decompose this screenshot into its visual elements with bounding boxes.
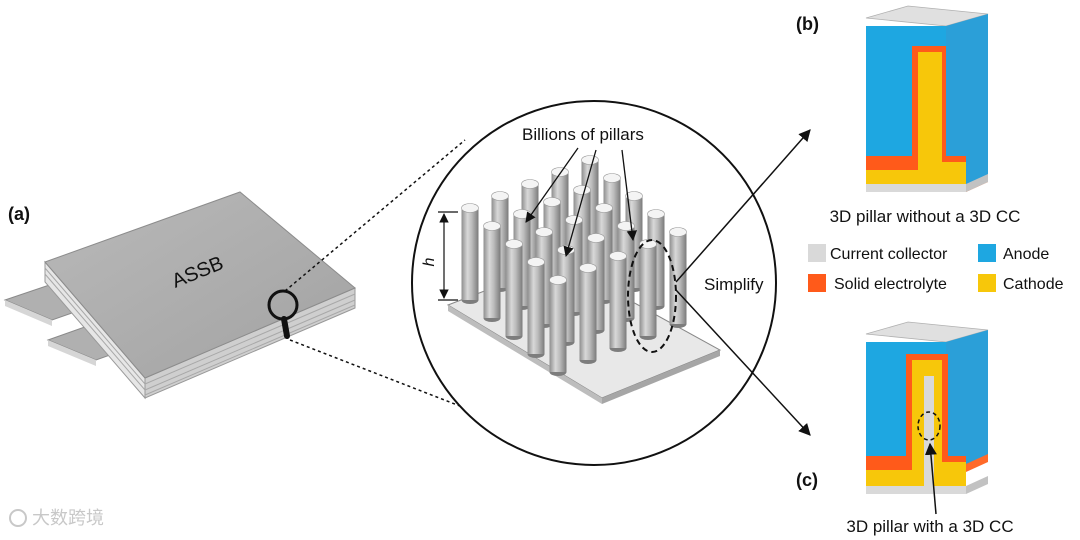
cathode-base-b bbox=[866, 170, 918, 184]
pillar-top bbox=[527, 257, 545, 267]
pillar-body bbox=[461, 208, 479, 300]
callout-arrow-1 bbox=[525, 147, 579, 223]
cathode-front-c bbox=[866, 360, 966, 486]
pillar bbox=[579, 263, 597, 364]
watermark-text: 大数跨境 bbox=[32, 508, 104, 529]
arrow-to-panel-c bbox=[675, 289, 811, 436]
height-label: h bbox=[421, 257, 438, 266]
pillar-top bbox=[587, 233, 605, 243]
pillar-top bbox=[565, 215, 583, 225]
battery-tab-right-edge bbox=[48, 340, 96, 366]
pillar-top bbox=[595, 203, 613, 213]
pillar-body bbox=[549, 280, 567, 372]
simplify-label: Simplify bbox=[704, 275, 764, 294]
pillar-body bbox=[669, 232, 687, 324]
cc-bottom-side-b bbox=[966, 174, 988, 192]
legend-label-anode: Anode bbox=[1003, 246, 1049, 263]
battery-layer-lines bbox=[44, 267, 356, 396]
pillar-top bbox=[581, 155, 599, 165]
anode-side-b bbox=[946, 14, 988, 192]
pillar-top bbox=[505, 239, 523, 249]
pillar-top bbox=[513, 209, 531, 219]
pillar-top bbox=[461, 203, 479, 213]
watermark-logo-icon bbox=[9, 509, 27, 527]
pillars-callout-label: Billions of pillars bbox=[522, 125, 644, 144]
pillar-array bbox=[461, 155, 687, 376]
caption-b: 3D pillar without a 3D CC bbox=[830, 207, 1021, 226]
pillar bbox=[609, 251, 627, 352]
panel-a-label: (a) bbox=[8, 204, 30, 224]
pillar-body bbox=[579, 268, 597, 360]
pillar-with-cc-block bbox=[865, 321, 989, 494]
zoom-line-bottom bbox=[289, 339, 466, 409]
legend-swatch-solid-electrolyte bbox=[808, 274, 826, 292]
callout-arrow-2 bbox=[563, 149, 597, 258]
pillar-top bbox=[647, 209, 665, 219]
pillar bbox=[549, 275, 567, 376]
pillar-top bbox=[557, 245, 575, 255]
cc-bottom-b bbox=[866, 184, 966, 192]
panel-b-label: (b) bbox=[796, 14, 819, 34]
pillar-body bbox=[505, 244, 523, 336]
pillar-top bbox=[579, 263, 597, 273]
pillar-top bbox=[543, 197, 561, 207]
caption-c-arrow bbox=[924, 442, 937, 515]
pillar-substrate-edge-right bbox=[602, 350, 720, 404]
cc-rod-highlight bbox=[917, 411, 941, 441]
pillar-body bbox=[609, 256, 627, 348]
pillar-top bbox=[669, 227, 687, 237]
pillar-without-cc-block bbox=[865, 5, 989, 192]
watermark: 大数跨境 bbox=[9, 508, 104, 529]
zoom-circle: h Billions of pillars Simplify bbox=[411, 100, 777, 466]
battery-tab-left-edge bbox=[5, 300, 52, 326]
legend: Current collector Anode Solid electrolyt… bbox=[808, 244, 1064, 293]
pillar-top bbox=[491, 191, 509, 201]
pillar bbox=[483, 221, 501, 322]
pillar-top bbox=[639, 239, 657, 249]
cc-rod-c bbox=[924, 376, 934, 486]
caption-c: 3D pillar with a 3D CC bbox=[846, 517, 1013, 536]
pillar-top bbox=[573, 185, 591, 195]
cathode-front-b bbox=[866, 52, 966, 184]
pillar bbox=[669, 227, 687, 328]
pillar-body bbox=[483, 226, 501, 318]
arrow-to-panel-b bbox=[675, 129, 811, 283]
legend-label-cathode: Cathode bbox=[1003, 276, 1064, 293]
pillar-body bbox=[639, 244, 657, 336]
callout-arrow-3 bbox=[621, 149, 638, 242]
magnifier-handle bbox=[281, 316, 290, 339]
pillar-top bbox=[609, 251, 627, 261]
pillar-substrate-edge-left bbox=[448, 305, 602, 404]
cc-bottom-c bbox=[866, 486, 966, 494]
legend-label-solid-electrolyte: Solid electrolyte bbox=[834, 276, 947, 293]
battery-illustration: ASSB bbox=[3, 191, 356, 400]
cathode-base-c bbox=[866, 470, 912, 486]
legend-swatch-cathode bbox=[978, 274, 996, 292]
pillar-top bbox=[549, 275, 567, 285]
panel-c-label: (c) bbox=[796, 470, 818, 490]
pillar bbox=[527, 257, 545, 358]
pillar bbox=[461, 203, 479, 304]
pillar bbox=[505, 239, 523, 340]
legend-label-current-collector: Current collector bbox=[830, 246, 948, 263]
legend-swatch-current-collector bbox=[808, 244, 826, 262]
pillar bbox=[639, 239, 657, 340]
pillar-top bbox=[483, 221, 501, 231]
pillar-top bbox=[551, 167, 569, 177]
pillar-top bbox=[603, 173, 621, 183]
pillar-body bbox=[527, 262, 545, 354]
pillar-top bbox=[617, 221, 635, 231]
electrolyte-side-c bbox=[966, 454, 988, 472]
battery-top-face bbox=[44, 191, 356, 379]
legend-swatch-anode bbox=[978, 244, 996, 262]
pillar-top bbox=[521, 179, 539, 189]
pillar-top bbox=[625, 191, 643, 201]
cc-bottom-side-c bbox=[966, 476, 988, 494]
selected-pillar-ellipse bbox=[627, 239, 677, 353]
anode-side-c bbox=[946, 330, 988, 476]
pillar-top bbox=[535, 227, 553, 237]
